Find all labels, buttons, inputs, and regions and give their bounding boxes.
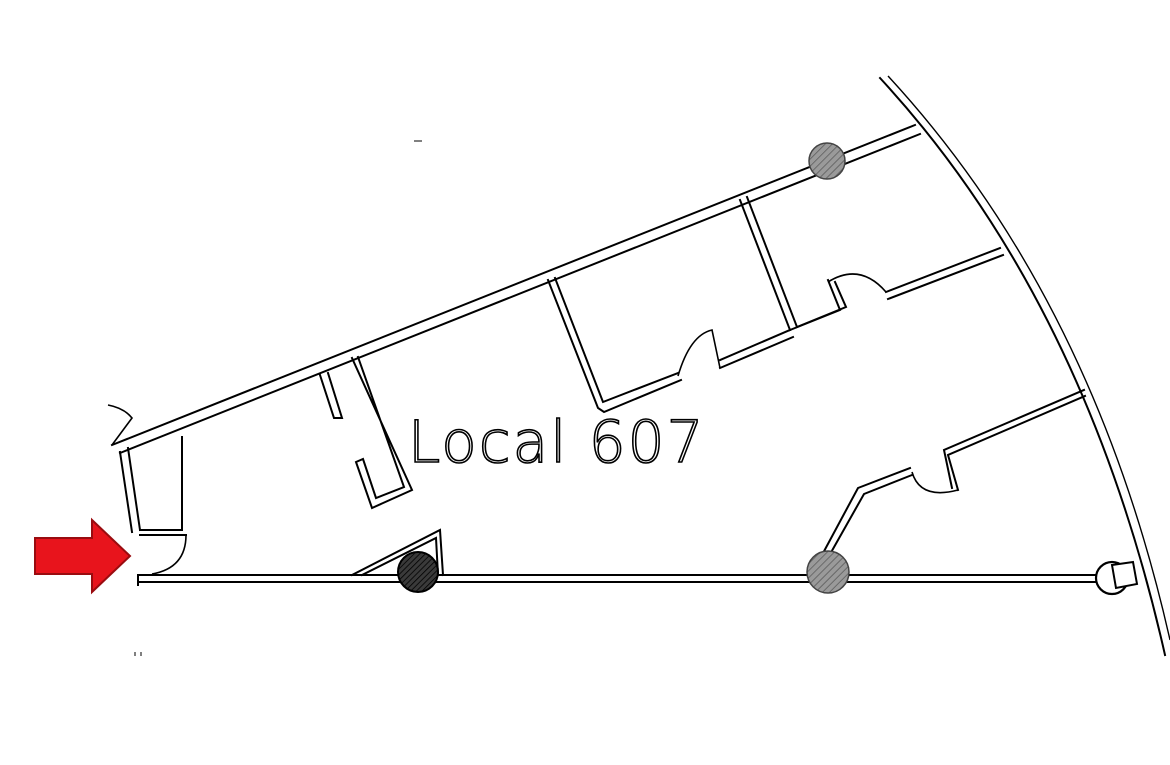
central-office xyxy=(546,276,795,414)
column-lower-left xyxy=(397,551,439,593)
upper-diagonal-wall xyxy=(110,123,922,455)
exterior-curved-wall xyxy=(878,75,1170,657)
toilet-fixture-icon xyxy=(1094,560,1139,596)
closet-partitions xyxy=(318,355,414,510)
upper-right-office xyxy=(738,195,1005,332)
column-upper xyxy=(808,142,846,180)
entrance-vestibule xyxy=(107,404,187,575)
triangular-niche xyxy=(350,528,445,577)
arrow-right-icon xyxy=(34,517,132,595)
column-lower-middle xyxy=(806,550,850,594)
room-label: Local 607 xyxy=(408,408,705,476)
bottom-wall xyxy=(137,574,1096,586)
lower-right-office xyxy=(820,388,1087,558)
